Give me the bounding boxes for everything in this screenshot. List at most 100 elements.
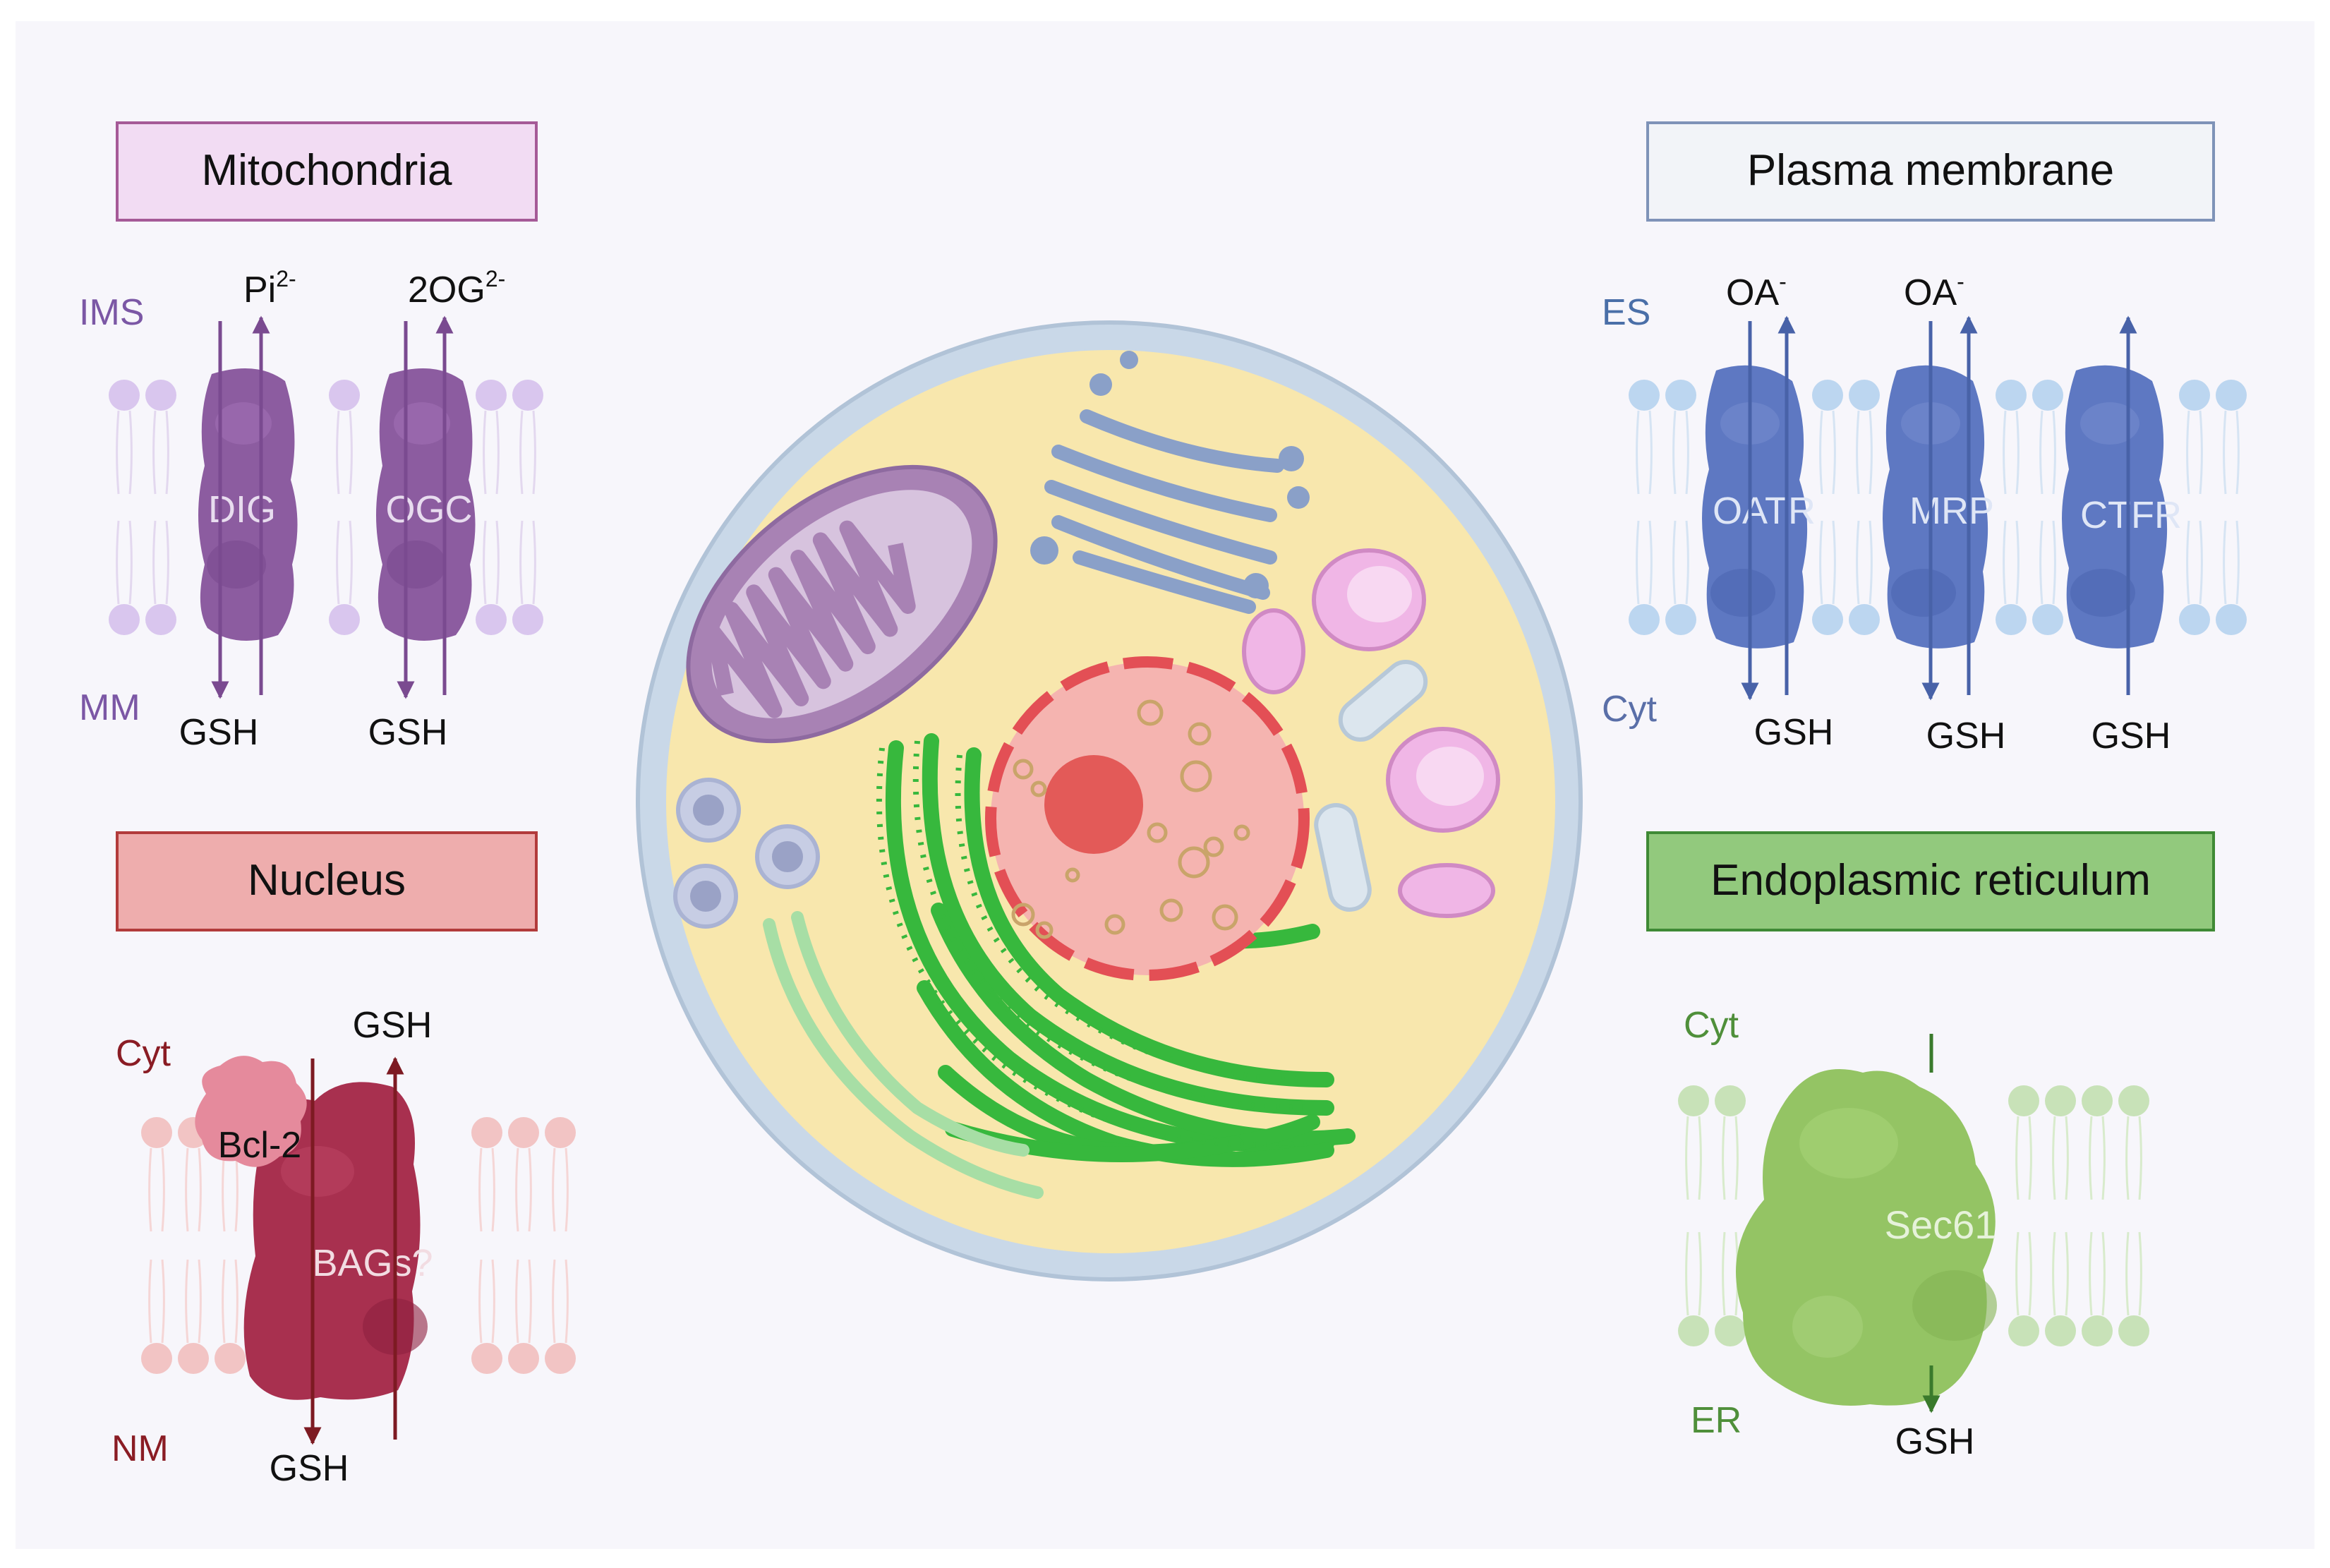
lipid-tail — [1734, 1116, 1739, 1200]
lipid-tail — [2223, 520, 2227, 605]
lipid-tail — [2052, 520, 2056, 605]
lipid-tail — [1685, 1231, 1689, 1316]
vesicles — [673, 548, 1500, 929]
lipid-head — [2045, 1315, 2076, 1346]
lipid-tail — [2028, 1231, 2032, 1316]
lipid-tail — [2003, 410, 2007, 495]
lipid-head — [2082, 1315, 2113, 1346]
mrp-label: MRP — [1909, 490, 1994, 532]
nucleus-cyt-label: Cyt — [116, 1033, 171, 1074]
plasma-membrane-title: Plasma membrane — [1747, 146, 2114, 195]
mrp-gsh-label: GSH — [1926, 716, 2006, 756]
lipid-tail — [2015, 1116, 2020, 1200]
golgi-apparatus — [1030, 351, 1310, 614]
lipid-head — [2045, 1085, 2076, 1116]
lipid-tail — [2223, 410, 2227, 495]
bags-label: BAGs? — [312, 1242, 433, 1284]
lipid-tail — [116, 520, 120, 605]
lipid-head — [215, 1343, 246, 1374]
nucleolus — [1044, 755, 1143, 854]
lipid-head — [1849, 604, 1880, 635]
lipid-tail — [552, 1147, 556, 1232]
lipid-tail — [1698, 1116, 1702, 1200]
lipid-tail — [2052, 410, 2056, 495]
lipid-head — [508, 1343, 539, 1374]
nucleus-organelle — [985, 656, 1310, 981]
lipid-tail — [528, 1259, 532, 1344]
lipid-tail — [483, 410, 487, 495]
bcl2-protein: Bcl-2 — [195, 1056, 307, 1167]
lipid-head — [141, 1343, 172, 1374]
lipid-tail — [519, 410, 524, 495]
lipid-tail — [2065, 1116, 2069, 1200]
mrp-substrate-label: OA- — [1904, 269, 1964, 313]
sec61-channel: Sec61 — [1736, 1069, 1997, 1406]
lipid-head — [1812, 604, 1843, 635]
lipid-tail — [165, 520, 169, 605]
er-lumen-label: ER — [1691, 1400, 1742, 1441]
lipid-tail — [152, 410, 157, 495]
lipid-tail — [1722, 1231, 1726, 1316]
lipid-tail — [349, 410, 353, 495]
eukaryotic-cell — [636, 320, 1583, 1281]
lipid-tail — [2199, 520, 2203, 605]
lipid-head — [2008, 1085, 2039, 1116]
lipid-tail — [198, 1259, 202, 1344]
rough-er-ribosomes — [876, 740, 1313, 1148]
ogc-gsh-label: GSH — [368, 712, 448, 753]
lipid-tail — [1648, 410, 1653, 495]
lipid-head — [2216, 604, 2247, 635]
lipid-head — [476, 604, 507, 635]
lipid-head — [1665, 604, 1696, 635]
ctfr-gsh-label: GSH — [2091, 716, 2171, 756]
lipid-head — [471, 1343, 502, 1374]
lipid-tail — [1856, 410, 1860, 495]
lipid-tail — [1685, 520, 1689, 605]
plasma-membrane-title-box — [1646, 121, 2215, 222]
lipid-tail — [495, 520, 500, 605]
lipid-tail — [128, 410, 133, 495]
lipid-head — [1629, 604, 1660, 635]
lipid-head — [329, 604, 360, 635]
mitochondria-panel: Mitochondria IMS MM DIG OGC Pi2- 2OG2- G… — [79, 121, 543, 753]
lipid-tail — [2089, 1231, 2093, 1316]
er-membrane — [1678, 1085, 2149, 1346]
lipid-head — [476, 380, 507, 411]
er-gsh-label: GSH — [1895, 1421, 1975, 1462]
lipid-tail — [2039, 410, 2044, 495]
dig-gsh-label: GSH — [179, 712, 259, 753]
lipid-tail — [161, 1147, 165, 1232]
lipid-head — [1665, 380, 1696, 411]
oatr-transporter: OATR — [1702, 365, 1816, 649]
lipid-tail — [185, 1259, 189, 1344]
lipid-head — [141, 1117, 172, 1148]
lipid-head — [2179, 380, 2210, 411]
plasma-membrane-panel: Plasma membrane ES Cyt OATR MRP CTFR OA- — [1602, 121, 2247, 756]
nucleus-panel: Nucleus Cyt NM BAGs? Bcl-2 GSH GSH — [111, 831, 576, 1489]
lipid-tail — [1672, 520, 1677, 605]
nucleus-gsh-top-label: GSH — [353, 1005, 433, 1046]
lipid-head — [2082, 1085, 2113, 1116]
ctfr-label: CTFR — [2080, 494, 2182, 536]
lipid-tail — [2186, 520, 2190, 605]
lipid-head — [1996, 380, 2027, 411]
lipid-tail — [349, 520, 353, 605]
lipid-tail — [1832, 410, 1836, 495]
lipid-tail — [552, 1259, 556, 1344]
lipid-head — [2032, 380, 2063, 411]
lipid-tail — [1685, 410, 1689, 495]
pm-cyt-label: Cyt — [1602, 689, 1658, 730]
lipid-tail — [2039, 520, 2044, 605]
lipid-tail — [185, 1147, 189, 1232]
lipid-tail — [532, 520, 536, 605]
lipid-head — [545, 1117, 576, 1148]
mitochondria-title-box — [116, 121, 538, 222]
sec61-label: Sec61 — [1885, 1202, 1997, 1247]
nuclear-membrane — [141, 1117, 576, 1374]
lipid-tail — [336, 410, 340, 495]
lipid-tail — [2101, 1231, 2106, 1316]
nucleus-gsh-bottom-label: GSH — [270, 1448, 349, 1489]
lipid-head — [2032, 604, 2063, 635]
mitochondria-title: Mitochondria — [202, 146, 452, 195]
